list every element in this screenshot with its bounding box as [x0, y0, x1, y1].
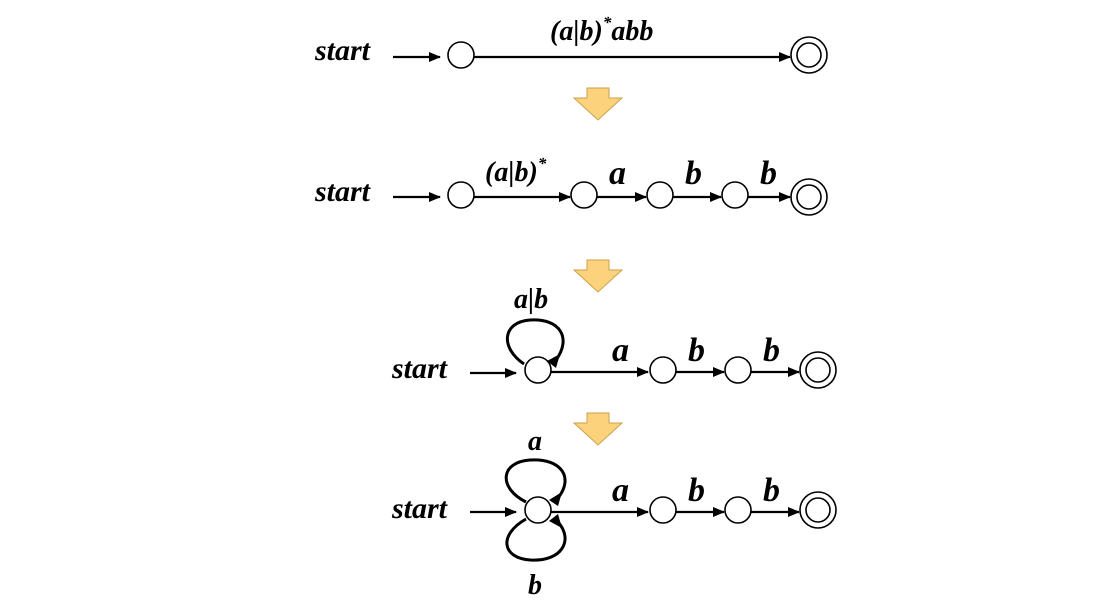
- start-label: start: [314, 175, 372, 208]
- stage-3: start a|b a b b: [391, 284, 837, 389]
- state: [724, 356, 752, 384]
- down-arrow-icon: [572, 412, 624, 446]
- start-label: start: [391, 352, 449, 385]
- state: [721, 181, 749, 209]
- loop-label: b: [528, 570, 542, 601]
- edge-label: a: [612, 472, 629, 509]
- down-arrow-icon: [572, 87, 624, 121]
- edge-label: b: [685, 155, 702, 192]
- state: [570, 181, 598, 209]
- accepting-state-inner: [805, 497, 831, 523]
- state: [447, 41, 475, 69]
- loop-arrowhead: [549, 492, 562, 506]
- edge-label: b: [760, 155, 777, 192]
- start-label: start: [314, 34, 372, 67]
- self-loop-bottom: [505, 517, 567, 562]
- edge-label: (a|b)*: [485, 154, 547, 188]
- loop-label: a: [528, 426, 542, 457]
- loop-arrowhead: [549, 514, 562, 528]
- state: [649, 356, 677, 384]
- state: [524, 496, 552, 524]
- loop-label: a|b: [514, 284, 548, 315]
- stage-2: start (a|b)* a b b: [314, 154, 828, 216]
- edge-label: b: [688, 472, 705, 509]
- edge-label: b: [763, 332, 780, 369]
- self-loop-top: [504, 458, 567, 504]
- state: [524, 356, 552, 384]
- accepting-state-inner: [796, 184, 822, 210]
- accepting-state-inner: [796, 42, 822, 68]
- edge-label: b: [688, 332, 705, 369]
- edge-label: a: [609, 155, 626, 192]
- edge-label: (a|b)*abb: [550, 13, 653, 47]
- self-loop: [506, 318, 565, 366]
- edge-label: a: [612, 332, 629, 369]
- loop-arrowhead: [547, 354, 560, 368]
- state: [724, 496, 752, 524]
- edge-label: b: [763, 472, 780, 509]
- down-arrow-icon: [572, 259, 624, 293]
- state: [649, 496, 677, 524]
- state: [447, 181, 475, 209]
- start-label: start: [391, 492, 449, 525]
- state: [646, 181, 674, 209]
- stage-1: start (a|b)*abb: [314, 13, 828, 74]
- stage-4: start a b a b b: [391, 426, 837, 601]
- accepting-state-inner: [805, 357, 831, 383]
